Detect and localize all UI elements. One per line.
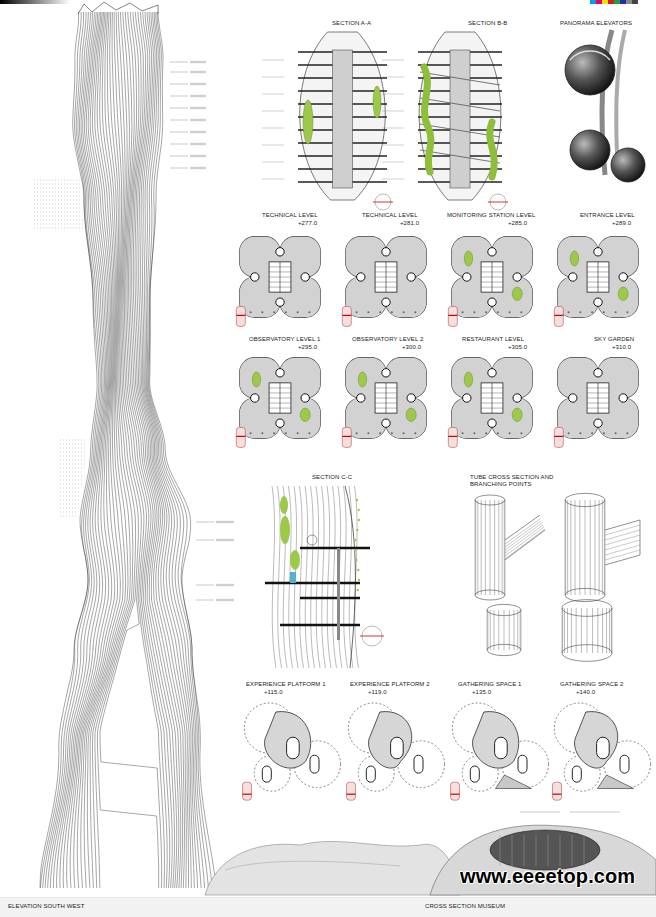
drawing-title: +281.0	[400, 220, 419, 227]
floor-plans	[236, 237, 650, 801]
drawing-title: SECTION C-C	[312, 474, 352, 481]
drawing-title: +119.0	[368, 689, 387, 696]
tower-elevation	[34, 2, 234, 888]
drawing-title: CROSS SECTION MUSEUM	[425, 903, 505, 910]
drawing-title: EXPERIENCE PLATFORM 1	[246, 681, 326, 688]
bottom-band	[0, 898, 656, 917]
drawing-title: +277.0	[298, 220, 317, 227]
panorama-elevators	[565, 30, 645, 182]
drawing-title: +289.0	[612, 220, 631, 227]
drawing-title: +310.0	[612, 344, 631, 351]
drawing-title: MONITORING STATION LEVEL	[447, 212, 535, 219]
drawing-title: TECHNICAL LEVEL	[362, 212, 418, 219]
drawing-title: +305.0	[508, 344, 527, 351]
drawing-title: GATHERING SPACE 2	[560, 681, 624, 688]
drawing-title: SECTION A-A	[332, 20, 371, 27]
drawing-title: +140.0	[576, 689, 595, 696]
drawing-title: +285.0	[508, 220, 527, 227]
drawing-title: EXPERIENCE PLATFORM 2	[350, 681, 430, 688]
drawing-title: SKY GARDEN	[594, 336, 634, 343]
drawing-title: +115.0	[264, 689, 283, 696]
color-chips	[590, 0, 638, 4]
drawing-title: OBSERVATORY LEVEL 1	[249, 336, 320, 343]
watermark: www.eeeetop.com	[460, 866, 635, 886]
drawing-title: GATHERING SPACE 1	[458, 681, 522, 688]
grey-scale-bar	[0, 0, 70, 4]
drawing-title: RESTAURANT LEVEL	[462, 336, 524, 343]
museum-section	[205, 812, 656, 895]
drawing-title: +135.0	[472, 689, 491, 696]
drawing-title: ENTRANCE LEVEL	[580, 212, 635, 219]
drawing-title: ELEVATION SOUTH WEST	[8, 903, 84, 910]
tube-sketches	[475, 493, 640, 661]
drawing-title: PANORAMA ELEVATORS	[560, 20, 632, 27]
drawing-title: SECTION B-B	[468, 20, 507, 27]
drawing-title: TECHNICAL LEVEL	[262, 212, 318, 219]
drawing-title: TUBE CROSS SECTION AND BRANCHING POINTS	[470, 474, 562, 488]
drawing-title: +295.0	[298, 344, 317, 351]
drawing-title: OBSERVATORY LEVEL 2	[352, 336, 423, 343]
drawing-title: +300.0	[402, 344, 421, 351]
sections	[262, 32, 508, 668]
